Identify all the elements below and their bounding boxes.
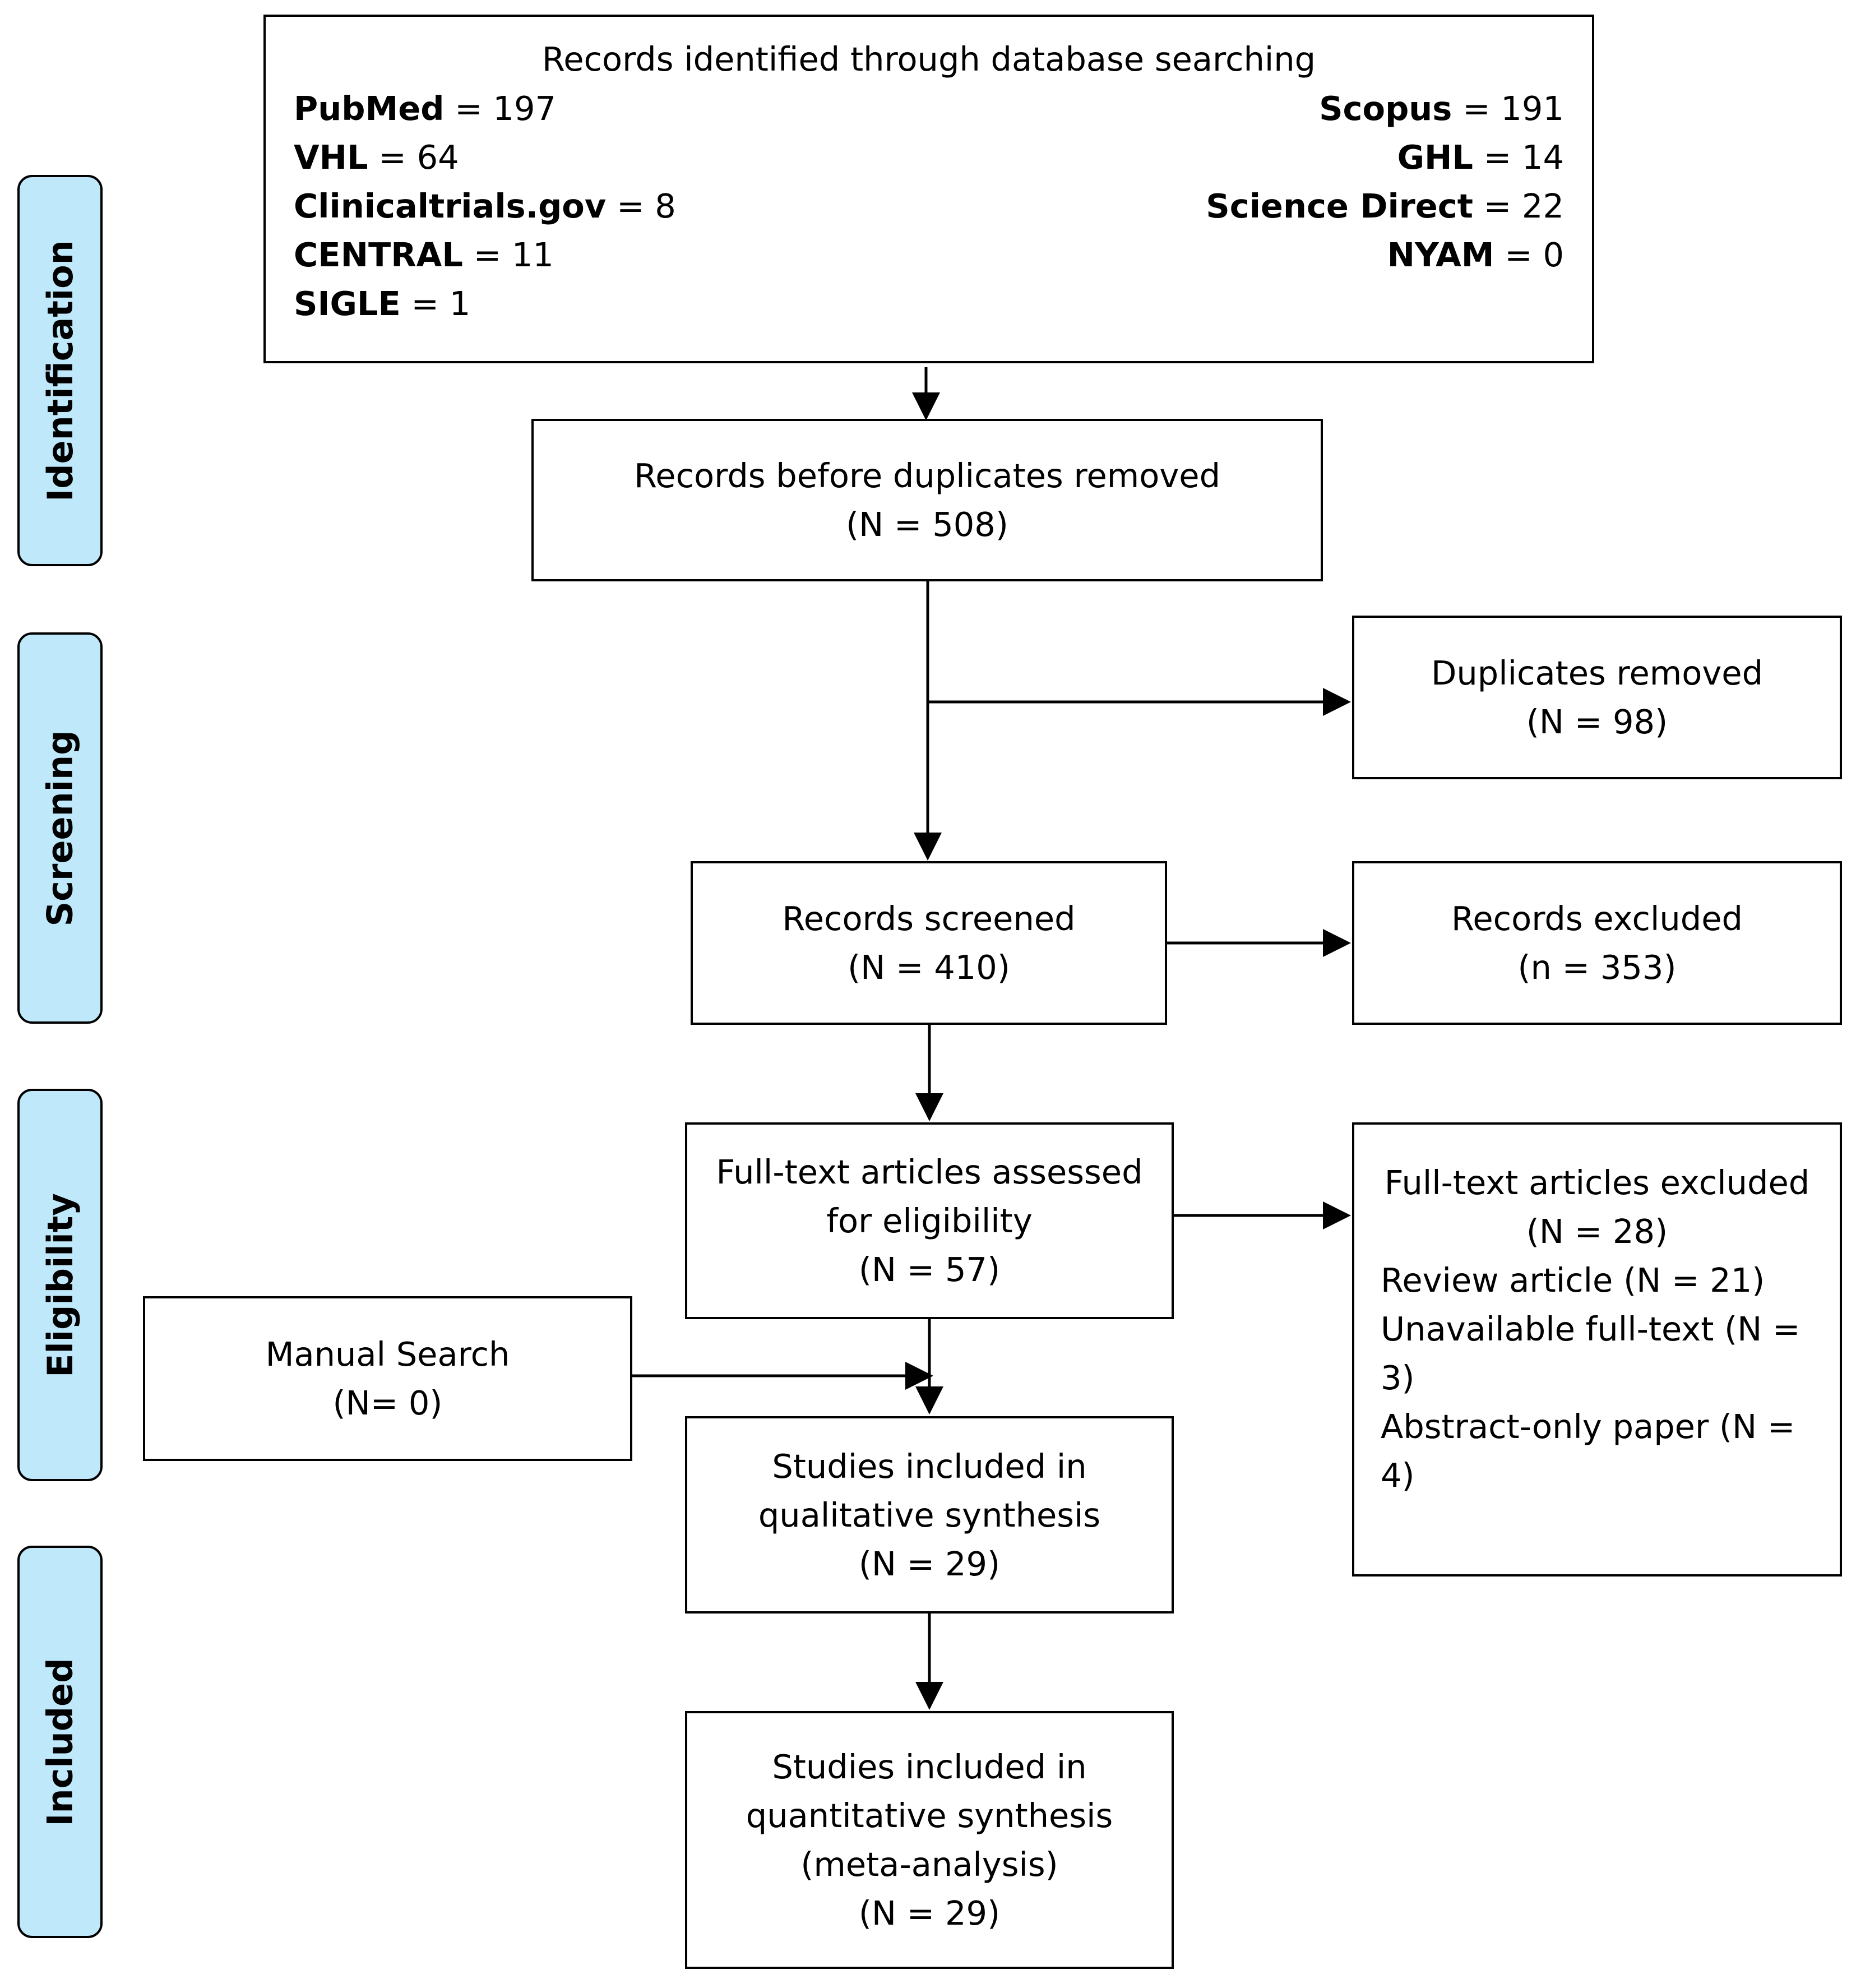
fulltext-excluded-box: Full-text articles excluded (N = 28) Rev… — [1352, 1122, 1842, 1576]
exclusion-reason: 4) — [1381, 1456, 1415, 1495]
database-row: CENTRAL = 11 NYAM = 0 — [294, 230, 1564, 279]
stage-identification: Identification — [17, 175, 103, 566]
qualitative-synthesis-label-cont: qualitative synthesis — [758, 1495, 1101, 1534]
database-row: SIGLE = 1 — [294, 279, 1564, 328]
manual-search-box: Manual Search (N= 0) — [143, 1296, 632, 1461]
records-before-duplicates-label: Records before duplicates removed — [633, 456, 1221, 495]
database-right-entry: Scopus = 191 — [1319, 89, 1564, 128]
records-identified-box: Records identified through database sear… — [263, 15, 1594, 363]
manual-search-count: (N= 0) — [332, 1384, 443, 1422]
records-excluded-box: Records excluded (n = 353) — [1352, 861, 1842, 1025]
database-row: Clinicaltrials.gov = 8 Science Direct = … — [294, 182, 1564, 230]
quantitative-synthesis-label: Studies included in — [772, 1747, 1087, 1786]
exclusion-reasons: Review article (N = 21) Unavailable full… — [1381, 1256, 1829, 1500]
fulltext-excluded-label: Full-text articles excluded — [1384, 1163, 1810, 1202]
duplicates-removed-count: (N = 98) — [1526, 702, 1668, 741]
database-left-entry: Clinicaltrials.gov = 8 — [294, 187, 676, 225]
fulltext-assessed-count: (N = 57) — [858, 1250, 1001, 1289]
records-identified-title: Records identified through database sear… — [541, 40, 1316, 78]
database-left-entry: VHL = 64 — [294, 138, 459, 177]
qualitative-synthesis-box: Studies included in qualitative synthesi… — [685, 1416, 1174, 1613]
qualitative-synthesis-label: Studies included in — [772, 1446, 1087, 1486]
fulltext-assessed-label: Full-text articles assessed — [716, 1153, 1143, 1191]
database-row: PubMed = 197 Scopus = 191 — [294, 84, 1564, 133]
records-screened-count: (N = 410) — [848, 948, 1010, 987]
stage-screening: Screening — [17, 632, 103, 1024]
database-left-entry: SIGLE = 1 — [294, 284, 471, 323]
database-left-entry: PubMed = 197 — [294, 89, 557, 128]
exclusion-reason: Abstract-only paper (N = — [1381, 1407, 1795, 1446]
duplicates-removed-label: Duplicates removed — [1431, 654, 1764, 692]
records-excluded-label: Records excluded — [1451, 899, 1743, 938]
fulltext-excluded-count: (N = 28) — [1526, 1212, 1668, 1251]
quantitative-synthesis-meta: (meta-analysis) — [800, 1845, 1058, 1884]
database-right-entry: Science Direct = 22 — [1206, 187, 1564, 225]
duplicates-removed-box: Duplicates removed (N = 98) — [1352, 616, 1842, 779]
quantitative-synthesis-count: (N = 29) — [858, 1894, 1001, 1932]
records-screened-box: Records screened (N = 410) — [691, 861, 1167, 1025]
manual-search-label: Manual Search — [265, 1335, 510, 1374]
database-right-entry: GHL = 14 — [1397, 138, 1564, 177]
exclusion-reason: Review article (N = 21) — [1381, 1261, 1765, 1300]
records-before-duplicates-count: (N = 508) — [846, 505, 1008, 544]
quantitative-synthesis-label-cont: quantitative synthesis — [746, 1796, 1113, 1835]
exclusion-reason: Unavailable full-text (N = — [1381, 1310, 1801, 1348]
database-left-entry: CENTRAL = 11 — [294, 235, 554, 274]
qualitative-synthesis-count: (N = 29) — [858, 1544, 1001, 1583]
records-excluded-count: (n = 353) — [1517, 948, 1677, 987]
exclusion-reason: 3) — [1381, 1358, 1415, 1397]
stage-included: Included — [17, 1546, 103, 1938]
fulltext-assessed-box: Full-text articles assessed for eligibil… — [685, 1122, 1174, 1319]
database-row: VHL = 64 GHL = 14 — [294, 133, 1564, 182]
database-right-entry: NYAM = 0 — [1387, 235, 1564, 274]
records-before-duplicates-box: Records before duplicates removed (N = 5… — [531, 419, 1323, 581]
records-screened-label: Records screened — [782, 899, 1076, 938]
fulltext-assessed-label-cont: for eligibility — [826, 1201, 1033, 1240]
stage-eligibility: Eligibility — [17, 1089, 103, 1481]
quantitative-synthesis-box: Studies included in quantitative synthes… — [685, 1711, 1174, 1969]
